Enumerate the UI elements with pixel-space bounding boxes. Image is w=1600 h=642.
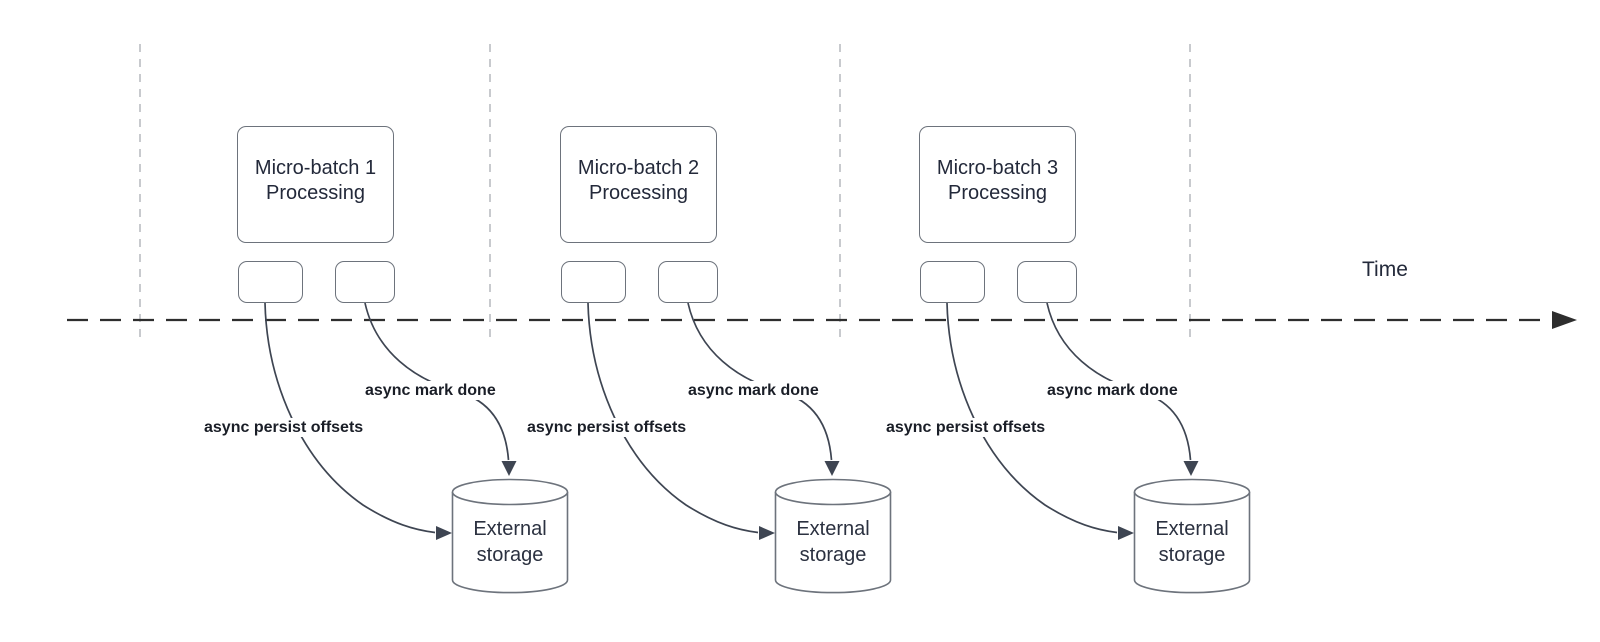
microbatch-box-title-line1: Micro-batch 3 (936, 156, 1059, 179)
microbatch-box-title-line2: Processing (948, 181, 1047, 204)
storage-label-line2: storage (476, 544, 544, 566)
microbatch-box-title-line1: Micro-batch 2 (577, 156, 700, 179)
mark-done-arrowhead-icon-3 (1183, 461, 1199, 476)
persist-offsets-task-box-3 (920, 261, 985, 303)
mark-done-arrowhead-icon-2 (824, 461, 840, 476)
mark-done-task-box-2 (658, 261, 718, 303)
mark-done-task-box-1 (335, 261, 395, 303)
persist-offsets-label-3: async persist offsets (882, 418, 1050, 437)
microbatch-box-title-line2: Processing (266, 181, 365, 204)
mark-done-label-1: async mark done (361, 381, 500, 400)
storage-label-line1: External (796, 518, 870, 540)
microbatch-group-3: Micro-batch 3 Processing async persist o… (882, 0, 1259, 642)
microbatch-group-1: Micro-batch 1 Processing async persist o… (200, 0, 577, 642)
microbatch-processing-box-1: Micro-batch 1 Processing (237, 126, 394, 243)
persist-offsets-connector-1 (264, 302, 436, 534)
mark-done-label-3: async mark done (1043, 381, 1182, 400)
persist-offsets-label-2: async persist offsets (523, 418, 691, 437)
persist-offsets-arrowhead-icon-2 (759, 526, 775, 540)
external-storage-cylinder-2: External storage (774, 478, 892, 594)
persist-offsets-arrowhead-icon-3 (1118, 526, 1134, 540)
microbatch-box-title-line1: Micro-batch 1 (254, 156, 377, 179)
storage-label-line2: storage (799, 544, 867, 566)
external-storage-cylinder-1: External storage (451, 478, 569, 594)
persist-offsets-task-box-1 (238, 261, 303, 303)
time-axis-label: Time (1362, 258, 1408, 281)
storage-label-line1: External (1155, 518, 1229, 540)
cylinder-shape-icon (1133, 478, 1251, 594)
microbatch-processing-box-3: Micro-batch 3 Processing (919, 126, 1076, 243)
mark-done-task-box-3 (1017, 261, 1077, 303)
persist-offsets-connector-2 (587, 302, 759, 534)
persist-offsets-label-1: async persist offsets (200, 418, 368, 437)
cylinder-shape-icon (774, 478, 892, 594)
persist-offsets-task-box-2 (561, 261, 626, 303)
time-axis-arrowhead-icon (1552, 311, 1577, 329)
storage-label-line2: storage (1158, 544, 1226, 566)
persist-offsets-connector-3 (946, 302, 1118, 534)
mark-done-arrowhead-icon-1 (501, 461, 517, 476)
microbatch-box-title-line2: Processing (589, 181, 688, 204)
microbatch-group-2: Micro-batch 2 Processing async persist o… (523, 0, 900, 642)
persist-offsets-arrowhead-icon-1 (436, 526, 452, 540)
external-storage-cylinder-3: External storage (1133, 478, 1251, 594)
storage-label-line1: External (473, 518, 547, 540)
mark-done-label-2: async mark done (684, 381, 823, 400)
cylinder-shape-icon (451, 478, 569, 594)
microbatch-processing-box-2: Micro-batch 2 Processing (560, 126, 717, 243)
